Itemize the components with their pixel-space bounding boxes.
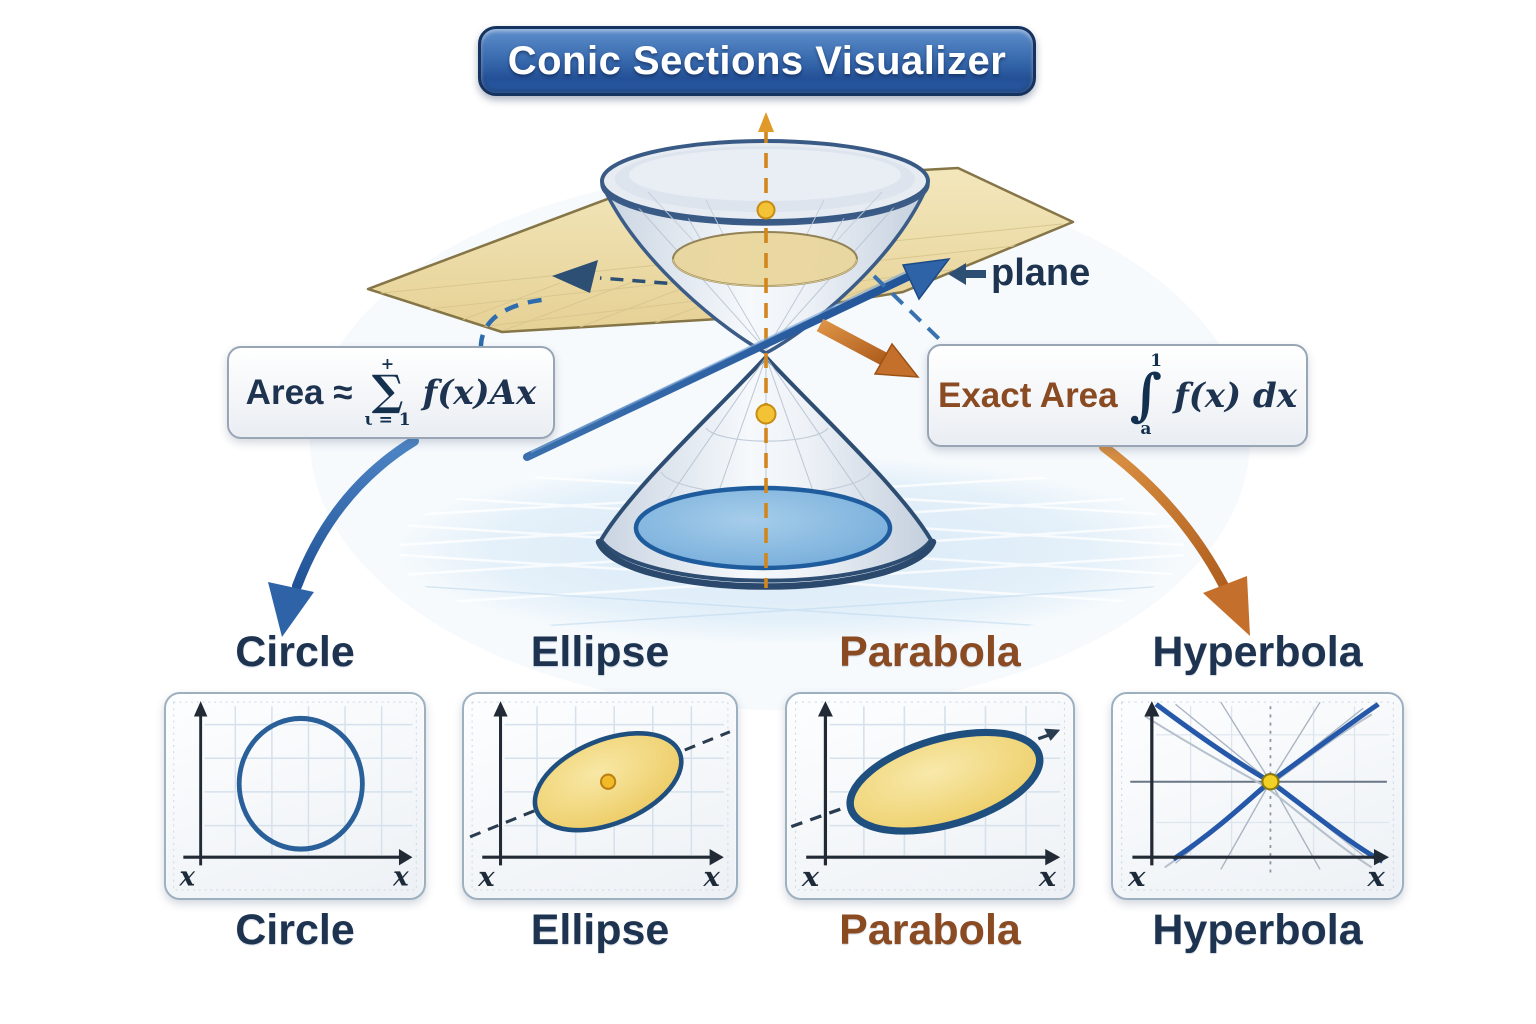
page-title: Conic Sections Visualizer <box>507 38 1007 83</box>
upper-focus-dot <box>756 200 776 220</box>
exact-expression: f(x) dx <box>1174 375 1298 416</box>
orange-pointer-arrow <box>816 318 920 378</box>
curved-arrow-to-hyperbola <box>1099 442 1250 636</box>
axis-arrow-icon <box>758 112 774 132</box>
ellipse-bottom-label: Ellipse <box>530 906 670 954</box>
circle-bottom-label: Circle <box>235 906 355 954</box>
hyperbola-plot: x x <box>1121 701 1394 893</box>
x-axis-arrow-icon <box>1045 849 1061 866</box>
parabola-plot: x x <box>790 701 1065 893</box>
x-label-right: x <box>703 861 721 893</box>
parabola-panel: x x <box>785 692 1075 900</box>
circle-section <box>633 485 893 571</box>
circle-plot: x x <box>173 701 417 893</box>
x-label-left: x <box>179 861 196 893</box>
y-axis-arrow-icon <box>1144 701 1160 717</box>
hyperbola-panel: x x <box>1111 692 1404 900</box>
lower-focus-dot <box>755 403 777 425</box>
circle-curve <box>236 715 365 852</box>
dashed-line-arrow-icon <box>1044 728 1061 741</box>
ellipse-panel: x x <box>462 692 738 900</box>
title-banner: Conic Sections Visualizer <box>478 26 1036 96</box>
parabola-top-label: Parabola <box>839 628 1021 676</box>
curved-arrow-to-circle <box>268 436 419 637</box>
circle-panel: x x <box>164 692 426 900</box>
exact-area-formula-box: Exact Area 1 ∫ a f(x) dx <box>927 344 1308 447</box>
y-axis-arrow-icon <box>817 701 833 717</box>
parabola-column: Parabola <box>780 628 1080 954</box>
x-axis-arrow-icon <box>398 849 413 866</box>
x-label-right: x <box>1038 860 1057 892</box>
integral-symbol: 1 ∫ a <box>1129 351 1163 439</box>
x-label-right: x <box>392 861 409 893</box>
x-label-left: x <box>801 860 820 892</box>
approx-area-label: Area ≈ <box>245 372 353 412</box>
x-label-right: x <box>1366 860 1386 893</box>
plane-line-arrow <box>523 258 951 461</box>
approx-expression: f(x)Ax <box>422 372 537 413</box>
blue-arrowhead-icon <box>901 258 951 301</box>
circle-top-label: Circle <box>235 628 355 676</box>
ellipse-top-label: Ellipse <box>530 628 670 676</box>
approx-area-formula-box: Area ≈ + ∑ ι = 1 f(x)Ax <box>227 346 555 439</box>
hyperbola-top-label: Hyperbola <box>1152 628 1363 676</box>
plane-label: plane <box>991 252 1091 294</box>
parabola-bottom-label: Parabola <box>839 906 1021 954</box>
circle-column: Circle x x Circle <box>150 628 440 954</box>
hyperbola-column: Hyperbola <box>1105 628 1410 954</box>
y-axis-arrow-icon <box>493 701 508 717</box>
ellipse-plot: x x <box>469 701 731 893</box>
exact-area-label: Exact Area <box>937 375 1118 415</box>
x-axis-arrow-icon <box>1373 849 1390 866</box>
cone-axis <box>755 112 777 588</box>
left-arrow-icon <box>948 262 986 285</box>
plane-callout: plane <box>946 252 1090 295</box>
hyperbola-center-dot <box>1261 773 1280 791</box>
hyperbola-bottom-label: Hyperbola <box>1152 906 1363 954</box>
ellipse-center-dot <box>600 773 617 790</box>
ellipse-column: Ellipse <box>455 628 745 954</box>
y-axis-arrow-icon <box>193 701 208 717</box>
x-label-left: x <box>1127 860 1147 893</box>
x-axis-arrow-icon <box>709 849 724 866</box>
sigma-symbol: + ∑ ι = 1 <box>364 353 411 430</box>
x-label-left: x <box>477 861 495 893</box>
parabola-section-curve <box>846 728 1044 835</box>
